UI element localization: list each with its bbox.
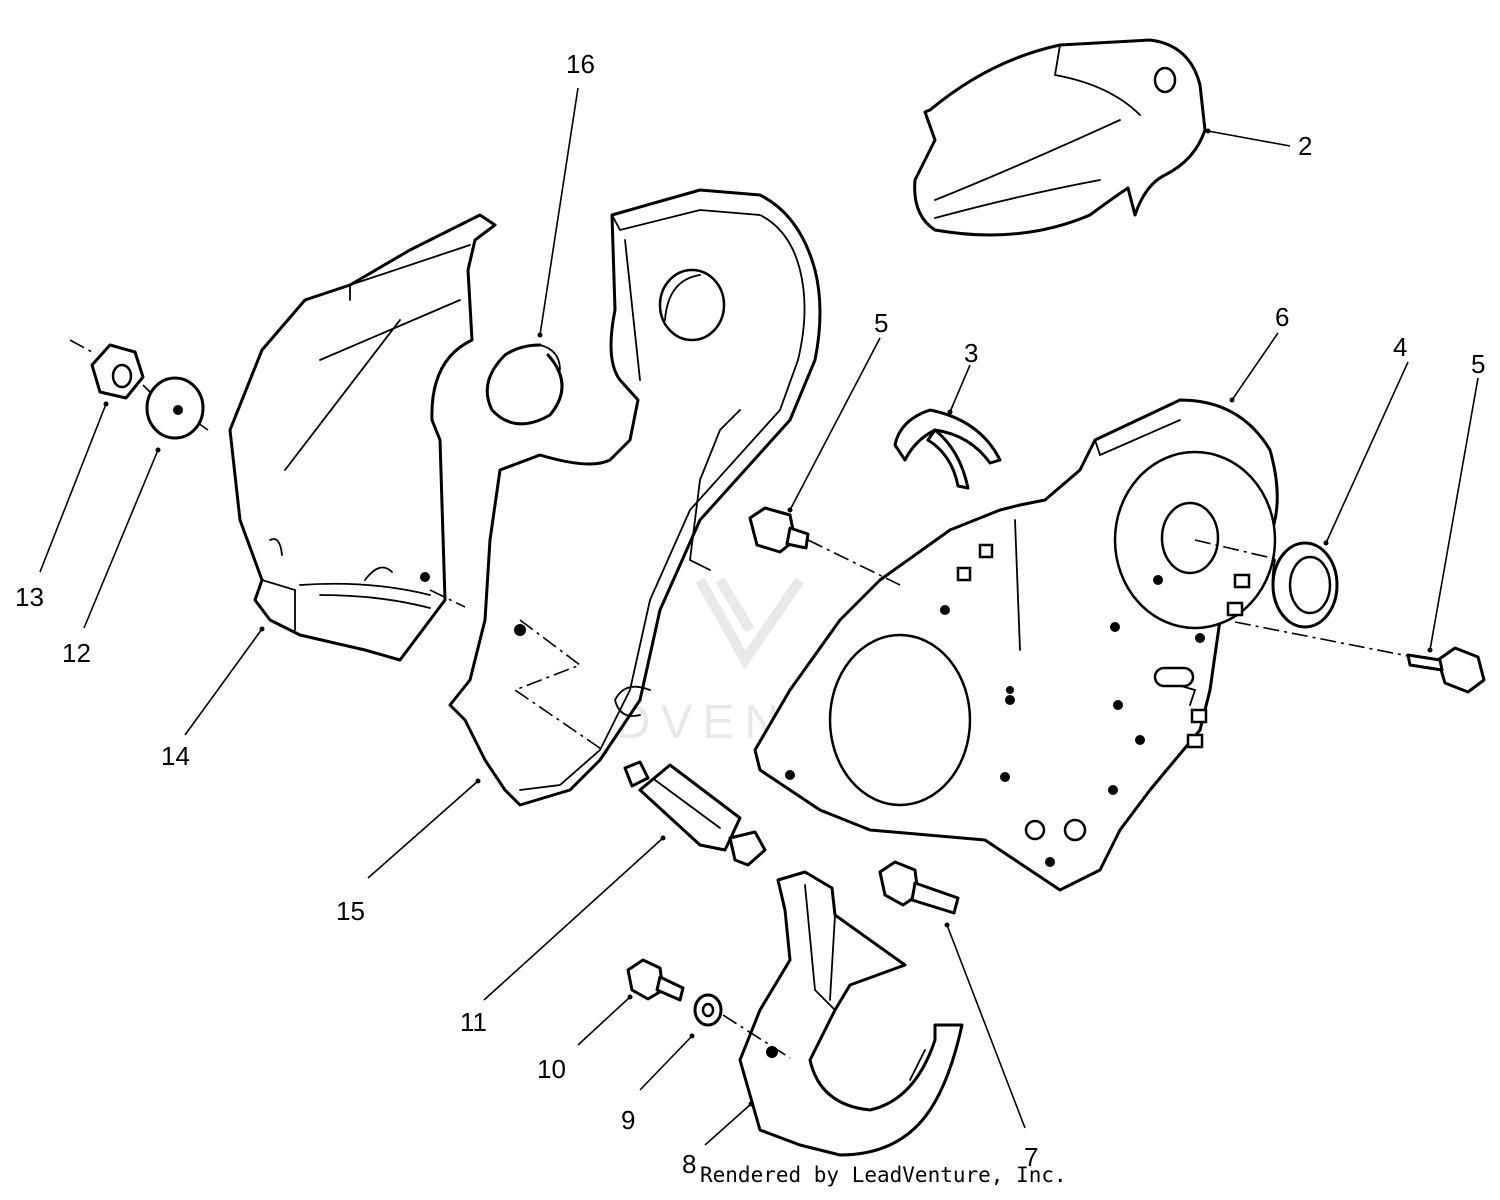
callout-4: 4	[1393, 332, 1407, 362]
callout-15: 15	[336, 896, 365, 926]
callout-10: 10	[537, 1054, 566, 1084]
part-2-upper-cover	[913, 38, 1207, 237]
part-11-spacer	[623, 760, 767, 867]
callout-5-right: 5	[1471, 349, 1485, 379]
part-16-snap-ring	[485, 343, 564, 426]
callout-3: 3	[964, 338, 978, 368]
callout-12: 12	[62, 638, 91, 668]
part-5-flange-bolt-left	[748, 506, 810, 554]
callout-2: 2	[1298, 131, 1312, 161]
part-4-oil-seal	[1271, 541, 1339, 629]
callout-14: 14	[161, 741, 190, 771]
part-8-lower-cover	[738, 870, 964, 1157]
footer-credit: Rendered by LeadVenture, Inc.	[700, 1163, 1067, 1187]
callout-8: 8	[682, 1149, 696, 1179]
part-12-washer	[145, 376, 205, 440]
callout-11: 11	[460, 1007, 487, 1037]
callout-13: 13	[15, 582, 44, 612]
callout-labels: 2 3 4 5 5 6 7 8 9 10 11 12 13 14 15 16	[15, 49, 1485, 1179]
part-3-clip	[893, 408, 1002, 490]
callout-5-left: 5	[874, 308, 888, 338]
part-5-flange-bolt-right	[1406, 646, 1486, 694]
callout-6: 6	[1275, 302, 1289, 332]
callout-16: 16	[566, 49, 595, 79]
part-13-nut	[90, 343, 145, 400]
watermark-logo-icon	[695, 577, 805, 670]
callout-9: 9	[621, 1105, 635, 1135]
assembly-lines	[69, 339, 1409, 1059]
part-7-flange-bolt	[878, 860, 960, 915]
part-10-bolt	[626, 958, 685, 1002]
leader-lines	[39, 87, 1479, 1146]
part-14-left-cover	[228, 213, 497, 662]
part-6-backing-plate	[753, 398, 1279, 892]
part-9-washer	[693, 993, 723, 1027]
callout-7: 7	[1024, 1142, 1038, 1172]
part-15-timing-cover	[448, 188, 822, 807]
